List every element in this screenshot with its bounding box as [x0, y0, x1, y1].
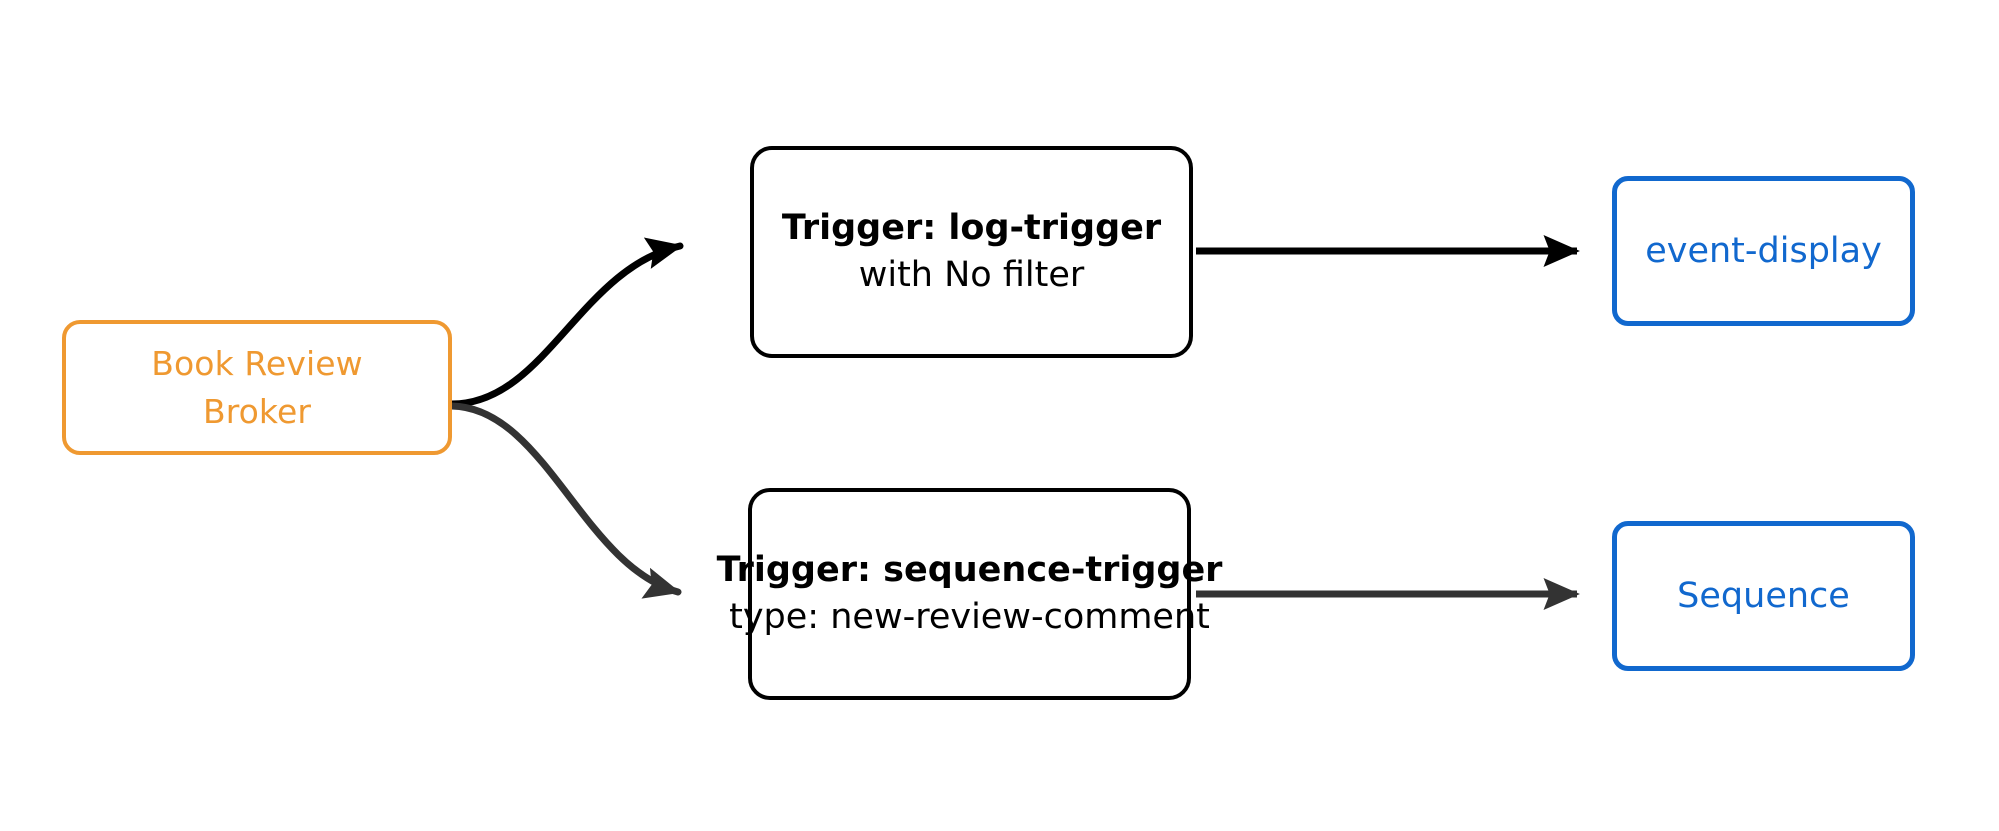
edge-broker-to-sequence-trigger: [448, 402, 682, 599]
node-book-review-broker[interactable]: Book Review Broker: [62, 320, 452, 455]
log-trigger-title: Trigger: log-trigger: [781, 208, 1162, 248]
event-display-label: event-display: [1645, 231, 1882, 271]
node-event-display[interactable]: event-display: [1612, 176, 1915, 326]
sequence-trigger-title: Trigger: sequence-trigger: [716, 550, 1223, 590]
log-trigger-subtitle: with No filter: [858, 255, 1085, 295]
broker-label-line2: Broker: [202, 391, 312, 431]
sequence-trigger-subtitle: type: new-review-comment: [729, 597, 1210, 637]
node-sequence-sink[interactable]: Sequence: [1612, 521, 1915, 671]
edge-broker-to-log-trigger: [448, 237, 684, 408]
node-log-trigger[interactable]: Trigger: log-trigger with No filter: [750, 146, 1193, 358]
sequence-sink-label: Sequence: [1677, 576, 1850, 616]
broker-label-line1: Book Review: [151, 343, 363, 383]
node-sequence-trigger[interactable]: Trigger: sequence-trigger type: new-revi…: [717, 488, 1222, 700]
